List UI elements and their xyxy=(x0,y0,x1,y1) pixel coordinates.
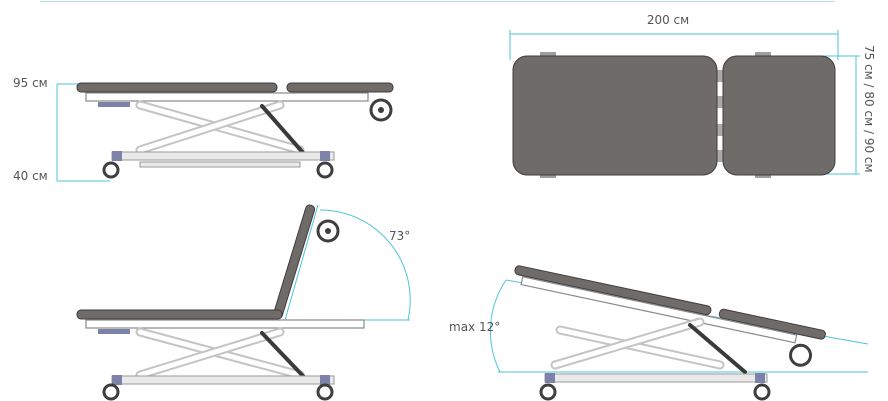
height-max-label: 95 см xyxy=(13,76,48,90)
length-label: 200 см xyxy=(647,13,689,27)
base-bracket xyxy=(112,151,122,161)
backrest-cushion xyxy=(76,82,278,93)
side-view-backrest: 73° xyxy=(76,204,411,401)
frame-bracket xyxy=(98,102,130,107)
width-label: 75 см / 80 см / 90 см xyxy=(862,45,876,173)
leg-cushion xyxy=(718,308,826,340)
tilt-angle-label: max 12° xyxy=(449,320,500,334)
base-rail xyxy=(111,375,335,385)
handle-tab xyxy=(755,52,771,57)
leg-section-top-view xyxy=(722,55,836,176)
leg-cushion xyxy=(286,82,394,93)
base-rail xyxy=(544,373,768,383)
castor-wheel xyxy=(753,383,771,401)
backrest-top-view xyxy=(512,55,718,176)
tilt-angle-arc xyxy=(489,279,507,373)
top-view: 200 см 75 см / 80 см / 90 см xyxy=(509,13,876,178)
transport-wheel xyxy=(789,343,813,367)
side-view-height: 95 см 40 см xyxy=(13,76,394,183)
actuator xyxy=(260,104,307,157)
side-view-tilt: max 12° xyxy=(449,265,869,401)
backrest-angle-label: 73° xyxy=(389,229,410,243)
raised-backrest xyxy=(272,204,316,319)
backrest-angle-arc xyxy=(319,209,411,321)
castor-wheel xyxy=(316,161,334,179)
actuator xyxy=(688,323,747,374)
tilted-table xyxy=(514,265,826,367)
backrest-angle-leg xyxy=(284,204,319,321)
base-rail xyxy=(139,161,301,168)
castor-wheel xyxy=(316,383,334,401)
castor-wheel xyxy=(102,383,120,401)
castor-wheel xyxy=(539,383,557,401)
seat-cushion xyxy=(76,309,283,320)
top-frame xyxy=(85,319,365,329)
height-min-label: 40 см xyxy=(13,169,48,183)
actuator xyxy=(260,331,307,380)
base-rail xyxy=(111,151,335,161)
base-bracket xyxy=(545,373,555,383)
base-bracket xyxy=(112,375,122,385)
top-frame xyxy=(85,92,369,102)
top-frame xyxy=(520,276,798,344)
base-bracket xyxy=(755,373,765,383)
frame-bracket xyxy=(98,329,130,334)
castor-wheel xyxy=(102,161,120,179)
base-bracket xyxy=(320,375,330,385)
base-bracket xyxy=(320,151,330,161)
backrest-cushion xyxy=(514,265,712,316)
handle-tab xyxy=(540,52,556,57)
